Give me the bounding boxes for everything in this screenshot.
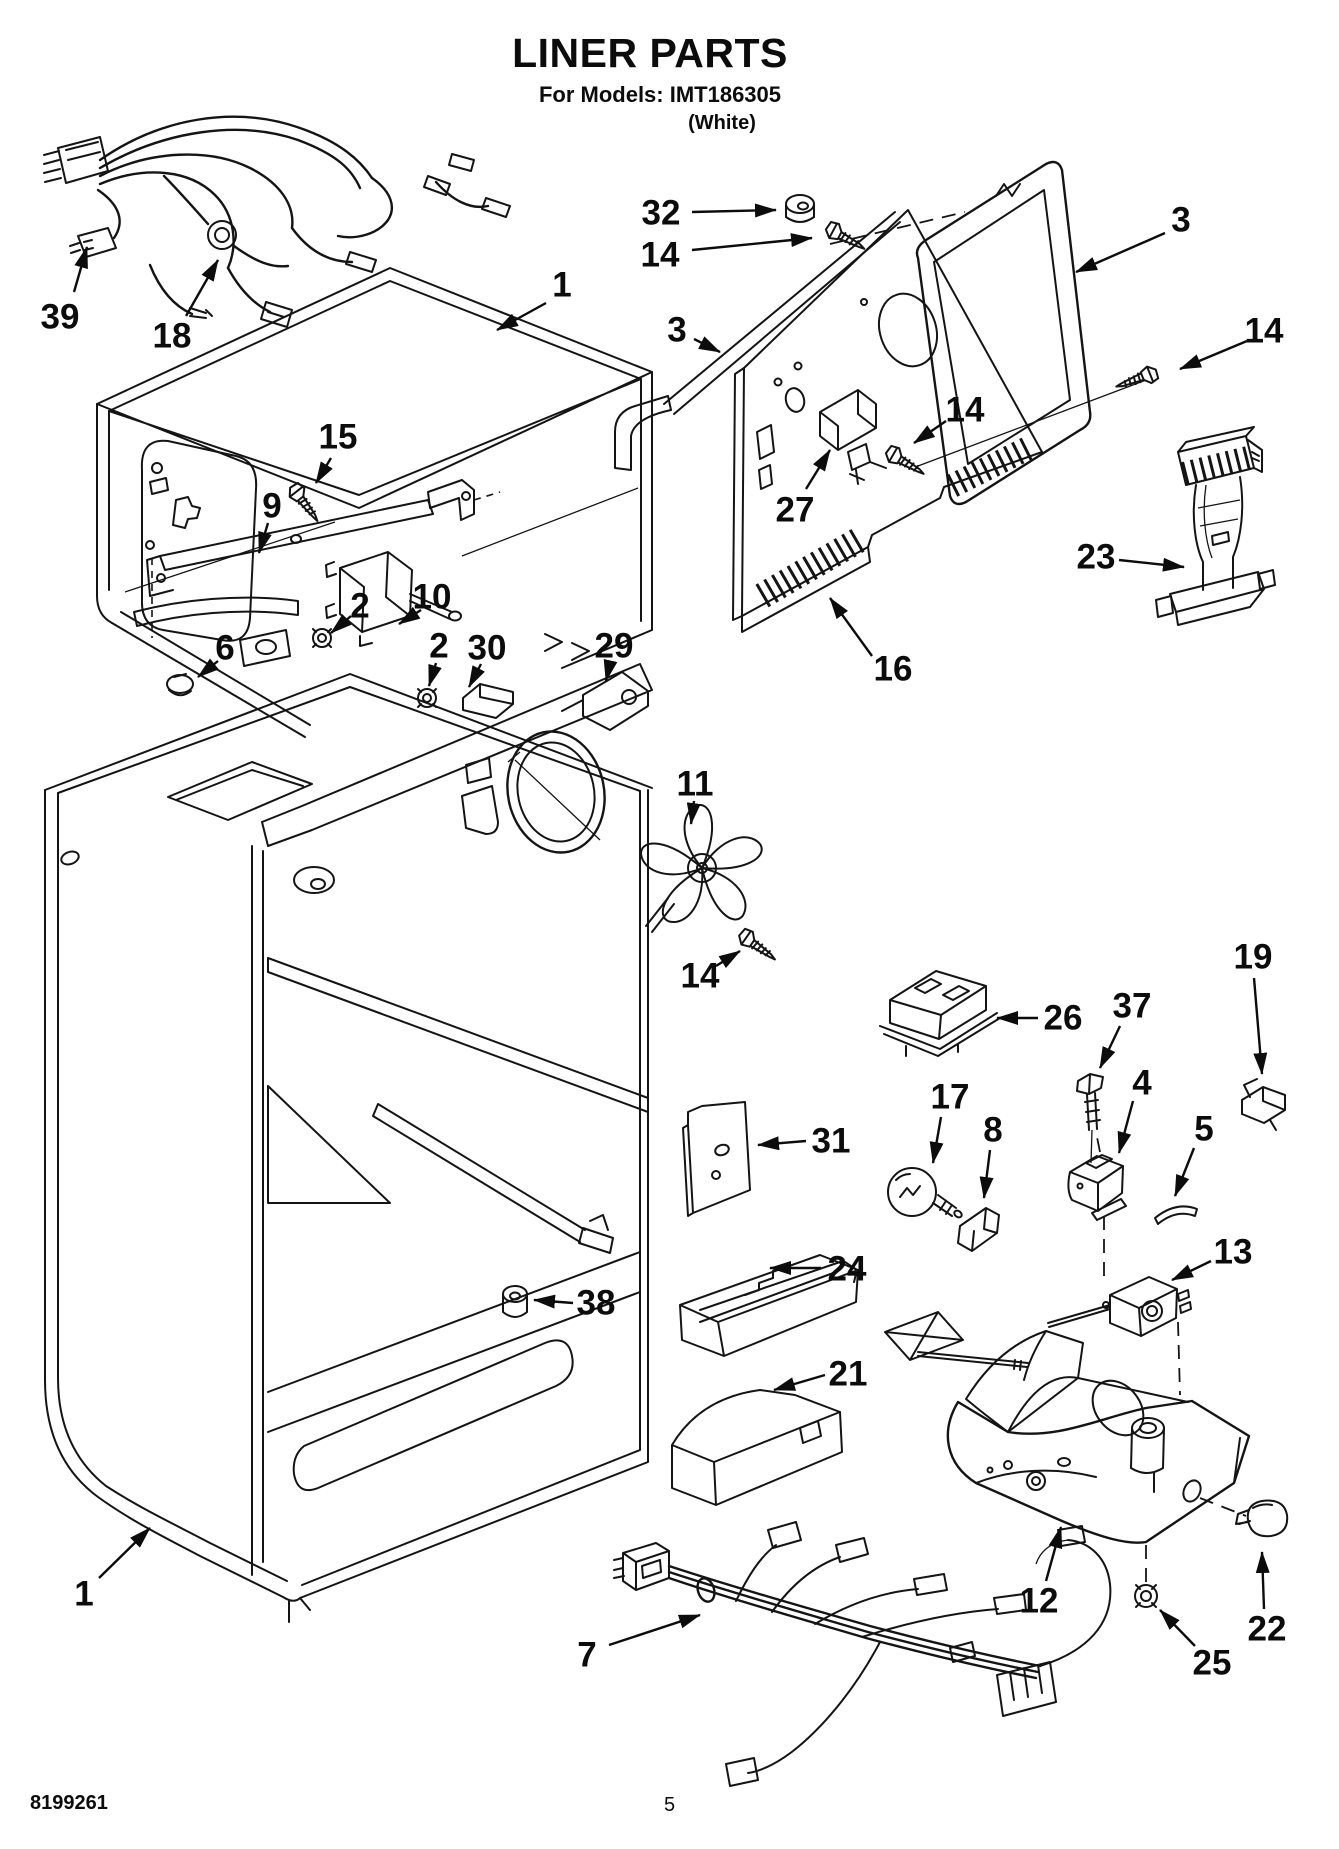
part-number-37: 37 [1113,987,1152,1026]
callout-arrow-29 [603,658,618,682]
models-line: For Models: IMT186305 [538,82,782,107]
finish-line: (White) [688,112,756,134]
callout-arrow-17 [929,1116,944,1164]
callout-arrow-9 [257,522,272,554]
part-number-21: 21 [829,1355,868,1394]
document-number: 8199261 [30,1792,108,1814]
part-number-12: 12 [1020,1582,1059,1621]
part-number-2: 2 [429,627,448,666]
part-number-9: 9 [262,487,281,526]
callout-arrow-11 [686,800,701,825]
callout-arrow-10 [398,606,422,626]
callout-arrow-38 [533,1294,574,1309]
part-number-39: 39 [41,298,80,337]
callout-arrow-14 [913,420,947,444]
callout-arrow-30 [467,663,485,688]
part-number-8: 8 [983,1111,1002,1150]
part-number-24: 24 [828,1250,867,1289]
callout-arrow-14 [715,949,741,969]
part-number-22: 22 [1248,1610,1287,1649]
part-number-2: 2 [350,587,369,626]
part-number-38: 38 [577,1284,616,1323]
callout-arrow-3 [1075,231,1166,274]
part-number-31: 31 [812,1122,851,1161]
callout-arrow-2 [330,614,352,634]
part-number-10: 10 [413,578,452,617]
callout-arrow-8 [979,1149,994,1199]
page-title: LINER PARTS [512,30,788,76]
page-number: 5 [664,1794,676,1816]
part-number-7: 7 [577,1636,596,1675]
part-number-29: 29 [595,627,634,666]
callout-arrow-1 [496,301,547,332]
part-number-14: 14 [641,236,680,275]
part-number-1: 1 [552,266,571,305]
callout-arrow-7 [608,1613,701,1647]
callout-arrow-23 [1118,557,1185,572]
part-number-3: 3 [1171,201,1190,240]
refrigerator-liner [44,673,653,1623]
part-number-1: 1 [74,1575,93,1614]
callout-arrow-3 [693,336,721,354]
part-number-30: 30 [468,629,507,668]
part-number-14: 14 [681,957,720,996]
callout-arrow-19 [1252,977,1268,1075]
callout-arrow-16 [829,597,873,657]
part-number-11: 11 [677,765,714,804]
part-number-23: 23 [1077,538,1116,577]
callout-arrow-4 [1117,1100,1135,1154]
callout-arrow-15 [314,457,333,484]
part-number-15: 15 [319,418,358,457]
callout-arrow-2 [427,662,442,687]
callout-arrow-14 [691,233,813,252]
part-number-25: 25 [1193,1644,1232,1683]
part-number-3: 3 [667,311,686,350]
callout-arrow-1 [98,1527,151,1579]
callout-arrow-13 [1171,1259,1212,1282]
part-number-4: 4 [1132,1064,1152,1103]
part-number-16: 16 [874,650,913,689]
part-number-18: 18 [153,317,192,356]
callout-arrow-39 [72,246,89,293]
callout-arrow-22 [1255,1551,1270,1610]
callout-arrow-14 [1179,339,1248,371]
callout-arrow-6 [197,658,219,678]
callout-arrow-37 [1098,1025,1122,1069]
part-number-26: 26 [1044,999,1083,1038]
callout-arrow-25 [1159,1609,1196,1647]
wire-harness-top [43,115,511,328]
part-number-14: 14 [1245,312,1284,351]
part-number-14: 14 [946,391,985,430]
callout-arrow-31 [757,1136,807,1151]
part-number-17: 17 [931,1078,970,1117]
callout-arrow-21 [773,1373,826,1392]
callout-arrow-12 [1044,1526,1063,1582]
evaporator-cover-assembly [614,160,1276,633]
callout-arrow-27 [804,449,832,490]
part-number-27: 27 [776,491,815,530]
part-number-32: 32 [642,194,681,233]
part-number-19: 19 [1234,938,1273,977]
part-number-6: 6 [215,629,234,668]
part-number-5: 5 [1194,1110,1213,1149]
service-parts [671,970,1289,1608]
wire-harness-bottom [613,1521,1112,1787]
callout-arrow-18 [184,259,220,317]
callout-arrow-32 [691,203,777,218]
part-number-13: 13 [1214,1233,1253,1272]
evaporator-fan [639,804,782,967]
callout-arrow-5 [1173,1147,1196,1197]
freezer-liner [96,267,653,854]
